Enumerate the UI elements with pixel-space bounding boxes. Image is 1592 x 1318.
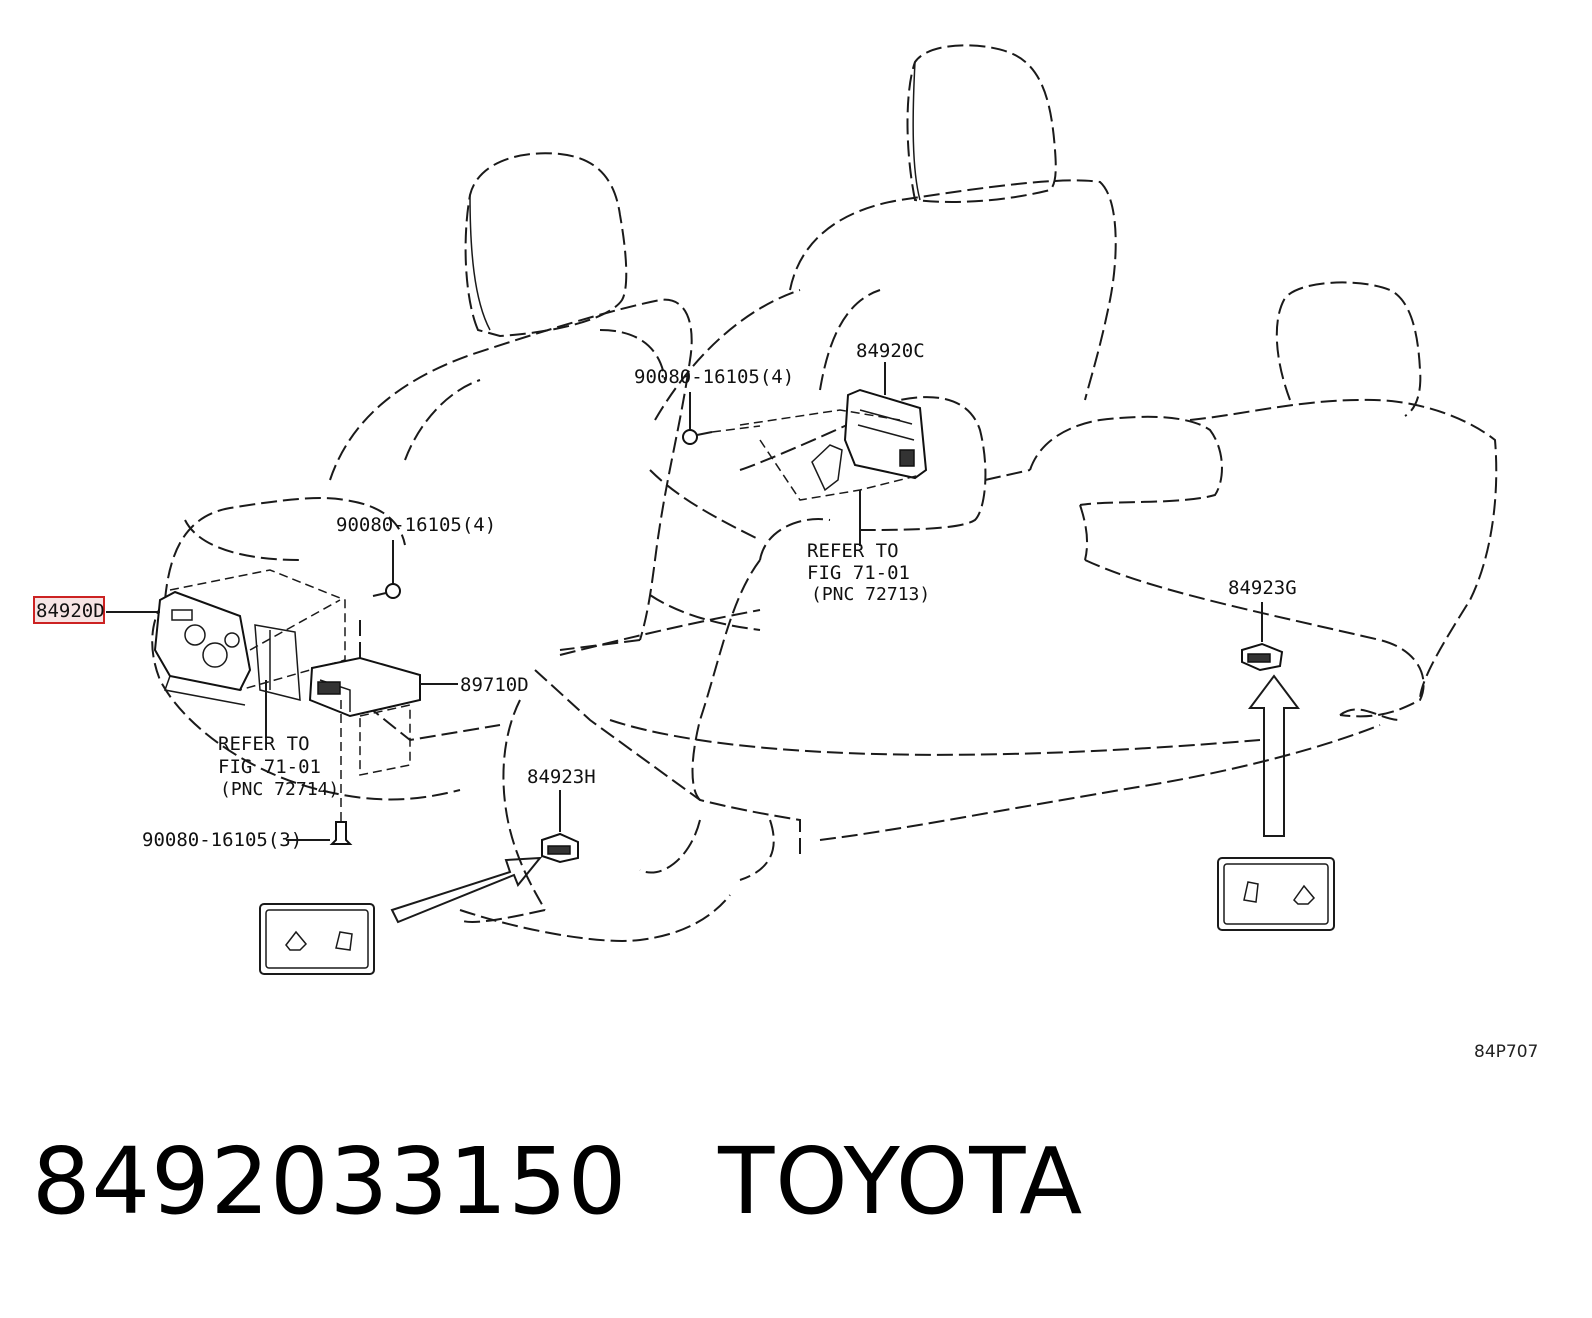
bolt-bottom-icon: [329, 821, 353, 845]
84920d-bolt-line: [249, 599, 341, 651]
footer-brand: TOYOTA: [718, 1128, 1084, 1235]
rear-bench-seat: [459, 281, 1498, 942]
bolt-top-group: 90080-16105(4): [634, 366, 794, 445]
callout-84920d-label: 84920D: [36, 600, 105, 622]
bolt-left-group: 90080-16105(4): [336, 514, 496, 599]
bolt-bottom-group: 90080-16105(3): [142, 700, 353, 851]
refer-right-line2: FIG 71-01: [807, 562, 910, 584]
footer-gap: [627, 1128, 718, 1235]
switch-icon-panel-right: [1217, 857, 1335, 931]
arrow-to-84923g: [1248, 674, 1300, 837]
callout-bolt-top[interactable]: 90080-16105(4): [634, 366, 794, 388]
refer-right-line3: (PNC 72713): [811, 584, 930, 605]
part-84923g-switch: 84923G: [1228, 577, 1300, 837]
callout-84920c[interactable]: 84920C: [856, 340, 925, 362]
right-front-seat: [649, 44, 1117, 631]
callout-89710d[interactable]: 89710D: [460, 674, 529, 696]
part-89710d-ecu: 89710D: [308, 656, 529, 776]
seat-upright-icon: [335, 931, 353, 951]
refer-right-note: REFER TO FIG 71-01 (PNC 72713): [807, 490, 930, 605]
part-84920c-switch-assy: 84920C: [739, 340, 928, 501]
callout-84923g[interactable]: 84923G: [1228, 577, 1297, 599]
footer-part-number: 8492033150: [32, 1128, 628, 1235]
refer-left-line2: FIG 71-01: [218, 756, 321, 778]
seat-fold-icon-right: [1293, 884, 1316, 905]
callout-84920d[interactable]: 84920D: [33, 596, 160, 624]
refer-left-note: REFER TO FIG 71-01 (PNC 72714): [218, 680, 339, 800]
left-front-seat: [151, 152, 693, 801]
seat-upright-icon-right: [1243, 881, 1259, 903]
footer-part-line: 8492033150 TOYOTA: [32, 1128, 1083, 1235]
callout-84923h[interactable]: 84923H: [527, 766, 596, 788]
refer-left-line1: REFER TO: [218, 733, 310, 755]
bolt-icon: [385, 583, 401, 599]
callout-bolt-left[interactable]: 90080-16105(4): [336, 514, 496, 536]
bolt-top-icon: [682, 429, 698, 445]
callout-bolt-bottom[interactable]: 90080-16105(3): [142, 829, 302, 851]
part-84923h-switch: 84923H: [390, 766, 596, 924]
refer-right-line1: REFER TO: [807, 540, 899, 562]
figure-code: 84P707: [1474, 1042, 1539, 1062]
84920d-dashed-box: [169, 569, 346, 691]
seat-recline-icon: [285, 930, 308, 951]
switch-icon-panel-left: [259, 903, 375, 975]
part-84920d-switch-assy: [153, 590, 301, 706]
refer-left-line3: (PNC 72714): [220, 779, 339, 800]
arrow-to-84923h: [390, 856, 543, 924]
